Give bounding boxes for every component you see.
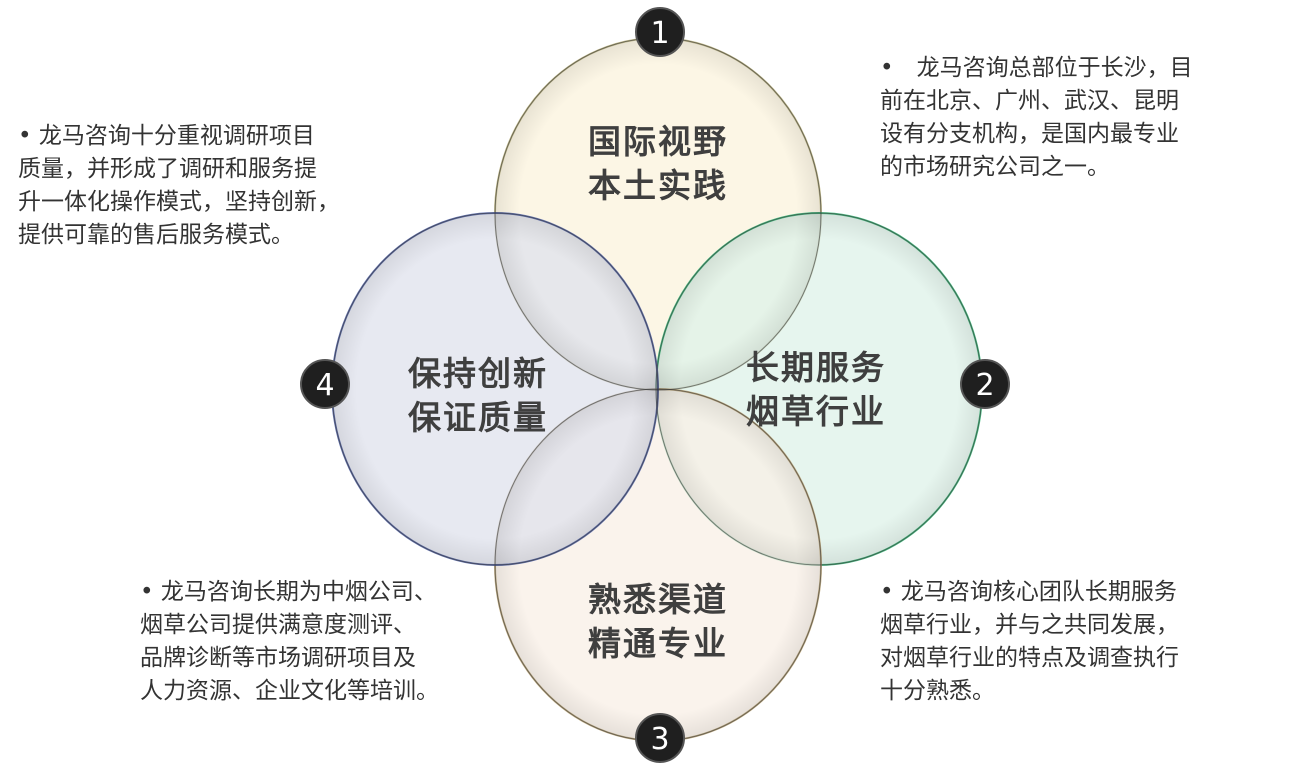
desc-line: 前在北京、广州、武汉、昆明 (880, 88, 1179, 114)
badge-2: 2 (960, 359, 1010, 409)
desc-line: • 龙马咨询长期为中烟公司、 (140, 579, 437, 605)
circle-4-line2: 保证质量 (408, 398, 548, 437)
desc-line: 提供可靠的售后服务模式。 (18, 222, 294, 248)
desc-line: • 龙马咨询核心团队长期服务 (880, 579, 1177, 605)
circle-2-title: 长期服务 烟草行业 (696, 346, 936, 434)
badge-1: 1 (635, 7, 685, 57)
circle-2-line2: 烟草行业 (746, 392, 886, 431)
circle-3-line1: 熟悉渠道 (588, 580, 728, 619)
description-top-left: • 龙马咨询十分重视调研项目 质量，并形成了调研和服务提 升一体化操作模式，坚持… (18, 120, 340, 252)
circle-3-line2: 精通专业 (588, 624, 728, 663)
circle-4-line1: 保持创新 (408, 354, 548, 393)
desc-line: 设有分支机构，是国内最专业 (880, 121, 1179, 147)
desc-line: 烟草行业，并与之共同发展， (880, 612, 1179, 638)
desc-line: • 龙马咨询十分重视调研项目 (18, 123, 315, 149)
circle-2-line1: 长期服务 (746, 348, 886, 387)
circle-1-line2: 本土实践 (588, 166, 728, 205)
description-top-right: • 龙马咨询总部位于长沙，目 前在北京、广州、武汉、昆明 设有分支机构，是国内最… (880, 52, 1193, 184)
badge-4: 4 (300, 359, 350, 409)
desc-line: 质量，并形成了调研和服务提 (18, 156, 317, 182)
badge-3: 3 (635, 713, 685, 763)
description-bottom-right: • 龙马咨询核心团队长期服务 烟草行业，并与之共同发展， 对烟草行业的特点及调查… (880, 576, 1179, 708)
desc-line: 十分熟悉。 (880, 678, 995, 704)
desc-line: 品牌诊断等市场调研项目及 (140, 645, 416, 671)
desc-line: 升一体化操作模式，坚持创新， (18, 189, 340, 215)
desc-line: 对烟草行业的特点及调查执行 (880, 645, 1179, 671)
desc-line: 人力资源、企业文化等培训。 (140, 678, 439, 704)
circle-1-title: 国际视野 本土实践 (538, 120, 778, 208)
desc-line: 的市场研究公司之一。 (880, 154, 1110, 180)
circle-1-line1: 国际视野 (588, 122, 728, 161)
circle-3-title: 熟悉渠道 精通专业 (538, 578, 778, 666)
circle-4-title: 保持创新 保证质量 (358, 352, 598, 440)
desc-line: • 龙马咨询总部位于长沙，目 (880, 55, 1193, 81)
description-bottom-left: • 龙马咨询长期为中烟公司、 烟草公司提供满意度测评、 品牌诊断等市场调研项目及… (140, 576, 439, 708)
desc-line: 烟草公司提供满意度测评、 (140, 612, 416, 638)
